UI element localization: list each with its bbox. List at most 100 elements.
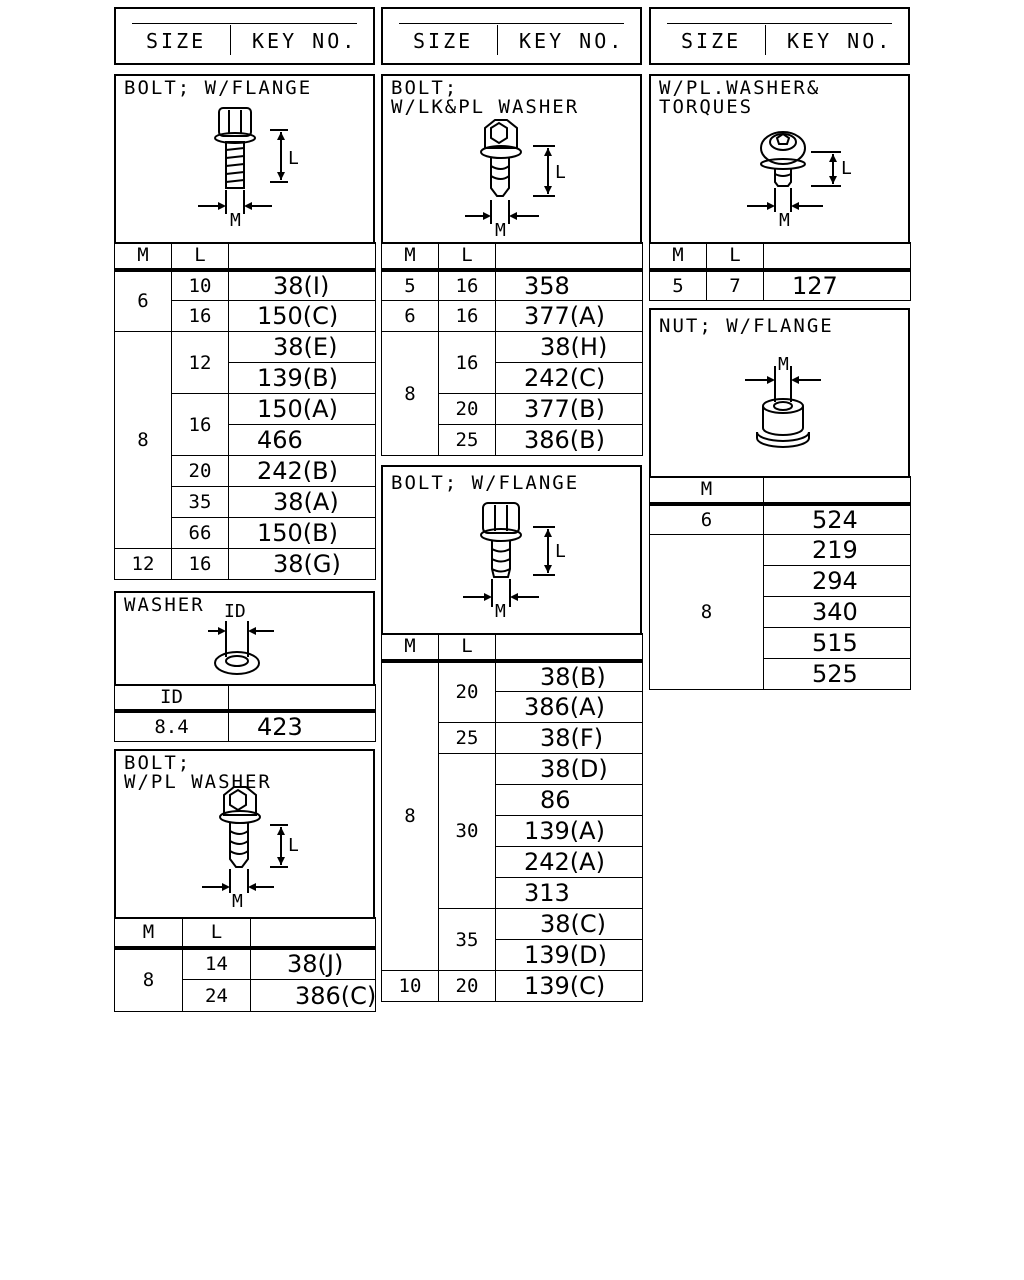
size-header-col3: SIZE KEY NO.	[649, 7, 910, 65]
size-m: 8	[381, 658, 439, 971]
id-dim-label: ID	[224, 601, 246, 622]
header-key	[250, 917, 376, 948]
size-m: 8	[381, 331, 439, 456]
key-number: 38(J)	[250, 945, 376, 980]
pl-washer-torques-drawing: L M	[747, 131, 852, 231]
header-key	[495, 633, 643, 661]
size-label: SIZE	[681, 29, 742, 53]
key-number: 139(A)	[495, 815, 643, 847]
diameter-label: M	[232, 891, 243, 912]
header-l: L	[438, 633, 496, 661]
header-m: M	[381, 633, 439, 661]
size-l: 16	[171, 300, 229, 332]
size-l: 20	[438, 658, 496, 723]
bolt-flange-title: BOLT; W/FLANGE	[124, 77, 313, 99]
key-number: 377(A)	[495, 300, 643, 332]
bolt-flange-2-drawing: L M	[463, 502, 566, 622]
size-l: 35	[438, 908, 496, 971]
header-m: M	[114, 917, 183, 948]
size-l: 14	[182, 945, 251, 980]
key-number: 377(B)	[495, 393, 643, 425]
diameter-label: M	[495, 601, 506, 622]
size-l: 16	[438, 300, 496, 332]
bolt-flange-2-illustration-box: BOLT; W/FLANGE L M	[381, 465, 642, 635]
washer-illustration-box: WASHER ID	[114, 591, 375, 686]
key-number: 139(C)	[495, 970, 643, 1002]
bolt-lk-pl-washer-title-line1: BOLT;	[391, 77, 459, 99]
bolt-pl-washer-illustration-box: BOLT; W/PL WASHER L M	[114, 749, 375, 919]
header-m: M	[649, 242, 707, 270]
diameter-label: M	[778, 354, 789, 375]
key-number: 423	[228, 708, 376, 742]
key-number: 386(B)	[495, 424, 643, 456]
bolt-flange-illustration-box: BOLT; W/FLANGE L M	[114, 74, 375, 244]
header-l: L	[171, 242, 229, 270]
size-l: 16	[438, 331, 496, 394]
key-number: 525	[763, 658, 911, 690]
key-number: 386(C)	[250, 979, 376, 1012]
bolt-pl-washer-drawing: L M	[202, 786, 299, 912]
key-number: 150(C)	[228, 300, 376, 332]
size-l: 12	[171, 331, 229, 394]
size-label: SIZE	[413, 29, 474, 53]
size-m: 8	[114, 331, 172, 549]
diameter-label: M	[230, 210, 241, 231]
header-key	[763, 242, 911, 270]
key-number: 38(F)	[495, 722, 643, 754]
key-number: 219	[763, 534, 911, 566]
header-m: M	[114, 242, 172, 270]
header-key	[228, 242, 376, 270]
size-l: 25	[438, 722, 496, 754]
key-number: 38(G)	[228, 548, 376, 580]
key-number: 38(D)	[495, 753, 643, 785]
key-number: 242(B)	[228, 455, 376, 487]
pl-washer-torques-title-line1: W/PL.WASHER&	[659, 77, 821, 99]
header-key	[763, 476, 911, 504]
key-number: 38(C)	[495, 908, 643, 940]
size-l: 20	[438, 393, 496, 425]
length-label: L	[288, 148, 299, 169]
key-number: 38(E)	[228, 331, 376, 363]
size-l: 16	[171, 548, 229, 580]
key-no-label: KEY NO.	[252, 29, 358, 53]
nut-flange-illustration-box: NUT; W/FLANGE M	[649, 308, 910, 478]
header-m: M	[649, 476, 764, 504]
size-m: 12	[114, 548, 172, 580]
header-l: L	[438, 242, 496, 270]
size-l: 35	[171, 486, 229, 518]
bolt-lk-pl-washer-title-line2: W/LK&PL WASHER	[391, 96, 580, 118]
nut-flange-drawing: M	[745, 354, 821, 448]
size-l: 30	[438, 753, 496, 909]
size-m: 6	[649, 501, 764, 535]
size-id: 8.4	[114, 708, 229, 742]
key-number: 86	[495, 784, 643, 816]
size-l: 10	[171, 267, 229, 301]
key-number: 466	[228, 424, 376, 456]
size-l: 16	[171, 393, 229, 456]
length-label: L	[288, 835, 299, 856]
size-l: 66	[171, 517, 229, 549]
size-l: 25	[438, 424, 496, 456]
header-key	[495, 242, 643, 270]
key-number: 139(D)	[495, 939, 643, 971]
size-m: 8	[114, 945, 183, 1012]
header-key	[228, 684, 376, 711]
key-number: 340	[763, 596, 911, 628]
key-number: 150(B)	[228, 517, 376, 549]
key-number: 242(A)	[495, 846, 643, 878]
length-label: L	[841, 158, 852, 179]
key-number: 38(I)	[228, 267, 376, 301]
size-m: 5	[649, 267, 707, 301]
size-l: 20	[171, 455, 229, 487]
key-number: 150(A)	[228, 393, 376, 425]
bolt-pl-washer-table: M L 8 14 38(J) 24 386(C)	[114, 917, 376, 1012]
key-number: 38(B)	[495, 658, 643, 692]
size-m: 10	[381, 970, 439, 1002]
key-no-label: KEY NO.	[787, 29, 893, 53]
size-m: 6	[381, 300, 439, 332]
key-number: 127	[763, 267, 911, 301]
size-m: 5	[381, 267, 439, 301]
size-l: 16	[438, 267, 496, 301]
size-header-col1: SIZE KEY NO.	[114, 7, 375, 65]
washer-title: WASHER	[124, 594, 205, 616]
